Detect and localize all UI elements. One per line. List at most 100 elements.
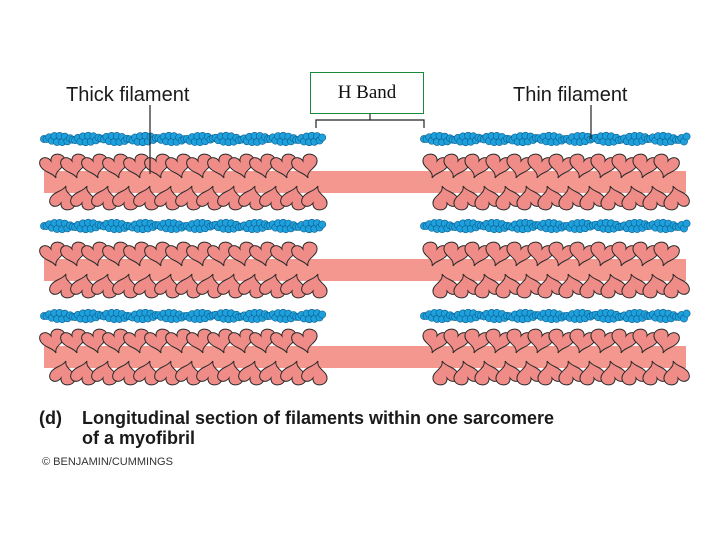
myosin-head <box>485 241 512 267</box>
myosin-head <box>590 241 617 267</box>
myosin-head <box>590 153 617 179</box>
myosin-head <box>443 153 470 179</box>
myosin-head <box>663 273 690 299</box>
caption-panel-letter: (d) <box>39 408 62 428</box>
myosin-head <box>422 241 449 267</box>
myosin-head <box>291 153 318 179</box>
myosin-head <box>537 273 564 299</box>
myosin-head <box>611 328 638 354</box>
caption-line-2: of a myofibril <box>82 428 196 448</box>
myosin-head <box>453 360 480 386</box>
myosin-head <box>642 185 669 211</box>
myosin-head <box>432 185 459 211</box>
myosin-head <box>548 328 575 354</box>
myosin-head <box>464 153 491 179</box>
myosin-head <box>611 153 638 179</box>
myosin-head <box>632 328 659 354</box>
myosin-head <box>642 360 669 386</box>
myosin-head <box>632 153 659 179</box>
thick-filament-shafts <box>44 171 686 368</box>
myosin-head <box>301 360 328 386</box>
myosin-head <box>653 153 680 179</box>
myosin-head <box>506 153 533 179</box>
myosin-head <box>590 328 617 354</box>
actin-bead <box>318 220 327 229</box>
myosin-head <box>464 328 491 354</box>
myosin-head <box>548 241 575 267</box>
myosin-head <box>474 185 501 211</box>
myosin-head <box>527 153 554 179</box>
myosin-head <box>621 273 648 299</box>
actin-bead <box>318 310 327 319</box>
myosin-head <box>663 185 690 211</box>
thick-filament-shaft <box>44 259 686 281</box>
myosin-head <box>495 360 522 386</box>
myosin-head <box>600 185 627 211</box>
myosin-head <box>422 328 449 354</box>
h-band-bracket <box>315 119 425 128</box>
myosin-head <box>558 360 585 386</box>
myosin-head <box>495 185 522 211</box>
myosin-head <box>301 185 328 211</box>
myosin-head <box>291 241 318 267</box>
thick-filament-shaft <box>44 346 686 368</box>
myosin-head <box>611 241 638 267</box>
myosin-head <box>548 153 575 179</box>
myosin-head <box>453 273 480 299</box>
actin-bead <box>318 133 327 142</box>
myosin-head <box>291 328 318 354</box>
myosin-head <box>432 360 459 386</box>
myosin-head <box>537 360 564 386</box>
myosin-head <box>495 273 522 299</box>
myosin-head <box>642 273 669 299</box>
myosin-head <box>600 273 627 299</box>
thin-filament-label: Thin filament <box>513 84 628 106</box>
h-band-label: H Band <box>337 82 397 103</box>
myosin-head <box>569 328 596 354</box>
myosin-head <box>453 185 480 211</box>
myosin-head <box>653 328 680 354</box>
myosin-head <box>579 185 606 211</box>
myosin-head <box>432 273 459 299</box>
myosin-head <box>474 273 501 299</box>
myosin-head <box>474 360 501 386</box>
thick-filament-label: Thick filament <box>66 84 190 106</box>
myosin-head <box>485 328 512 354</box>
myosin-head <box>558 185 585 211</box>
myosin-head <box>443 328 470 354</box>
myosin-head <box>663 360 690 386</box>
myosin-head <box>569 241 596 267</box>
myosin-head <box>632 241 659 267</box>
actin-bead <box>682 132 691 141</box>
thin-filaments <box>40 131 691 324</box>
myosin-heads <box>39 153 690 386</box>
myosin-head <box>537 185 564 211</box>
myosin-head <box>443 241 470 267</box>
myosin-head <box>527 328 554 354</box>
myosin-head <box>527 241 554 267</box>
myosin-head <box>579 360 606 386</box>
myosin-head <box>485 153 512 179</box>
myosin-head <box>558 273 585 299</box>
myosin-head <box>516 273 543 299</box>
myosin-head <box>506 328 533 354</box>
thick-filament-shaft <box>44 171 686 193</box>
h-band-label-box: H Band <box>310 72 424 114</box>
myosin-head <box>621 360 648 386</box>
myosin-head <box>301 273 328 299</box>
copyright-credit: © BENJAMIN/CUMMINGS <box>42 456 173 468</box>
myosin-head <box>506 241 533 267</box>
myosin-head <box>516 185 543 211</box>
actin-bead <box>682 219 691 228</box>
myosin-head <box>569 153 596 179</box>
myosin-head <box>464 241 491 267</box>
myosin-head <box>422 153 449 179</box>
myosin-head <box>621 185 648 211</box>
myosin-head <box>653 241 680 267</box>
label-leader-lines <box>149 105 592 174</box>
actin-bead <box>682 309 691 318</box>
myosin-head <box>600 360 627 386</box>
myosin-head <box>516 360 543 386</box>
